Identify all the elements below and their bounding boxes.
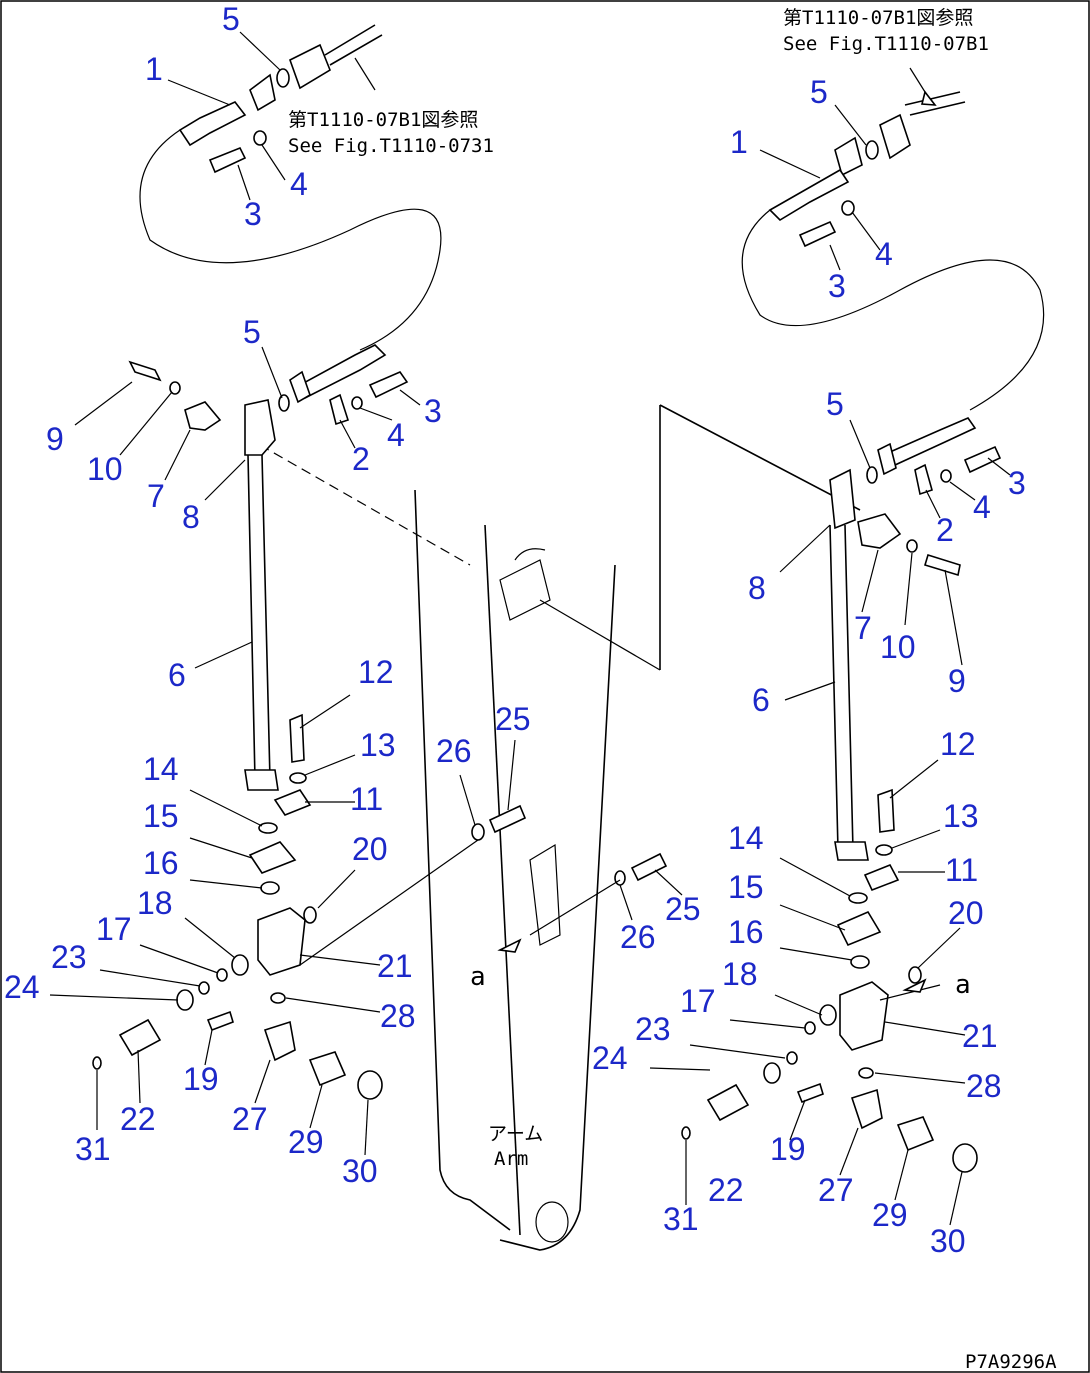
callout-r5b: 5 [826,386,844,422]
callout-l1: 1 [145,51,163,87]
note-top-left-en: See Fig.T1110-0731 [288,135,494,157]
callout-r31: 31 [663,1201,699,1237]
callout-l17: 17 [96,911,132,947]
callout-l5b: 5 [243,314,261,350]
callout-l14: 14 [143,751,179,787]
note-top-left-jp: 第T1110-07B1図参照 [288,109,478,131]
callout-l8: 8 [182,499,200,535]
callout-l30: 30 [342,1153,378,1189]
callout-r19: 19 [770,1131,806,1167]
callout-r14: 14 [728,820,764,856]
leader-lines [49,31,1011,1226]
callout-l2: 2 [352,441,370,477]
callout-r18: 18 [722,956,758,992]
left-hose-assembly [92,24,668,1100]
callout-r5a: 5 [810,74,828,110]
callout-r20: 20 [948,895,984,931]
callout-r15: 15 [728,869,764,905]
callout-l3a: 3 [244,196,262,232]
callout-l4a: 4 [290,166,308,202]
callout-l31: 31 [75,1131,111,1167]
callout-r22: 22 [708,1172,744,1208]
callout-r3b: 3 [1008,465,1026,501]
callout-l24: 24 [4,969,40,1005]
callout-l13: 13 [360,727,396,763]
callout-r10: 10 [880,629,916,665]
callout-l28: 28 [380,998,416,1034]
callout-l22: 22 [120,1101,156,1137]
arm-outline [259,404,861,1251]
callout-r1: 1 [730,124,748,160]
callout-r11: 11 [945,852,978,888]
note-arm-en: Arm [494,1148,528,1170]
callout-r16: 16 [728,914,764,950]
callout-l23: 23 [51,939,87,975]
callout-l21: 21 [377,948,413,984]
callout-l3b: 3 [424,393,442,429]
ref-a-left: a [470,962,486,992]
callout-l9: 9 [46,421,64,457]
callout-r29: 29 [872,1197,908,1233]
note-arm-jp: アーム [488,1123,543,1145]
callout-l15: 15 [143,798,179,834]
callout-l18: 18 [137,885,173,921]
callout-l12: 12 [358,654,394,690]
callout-l7: 7 [147,478,165,514]
callout-l26a: 26 [436,733,472,769]
callout-l10: 10 [87,451,123,487]
callout-l29: 29 [288,1124,324,1160]
callout-l25a: 25 [495,701,531,737]
callout-r21: 21 [962,1018,998,1054]
callout-l26b: 26 [620,919,656,955]
callout-r28: 28 [966,1068,1002,1104]
callout-r4a: 4 [875,236,893,272]
callout-r17: 17 [680,983,716,1019]
callout-r12: 12 [940,726,976,762]
callout-r9: 9 [948,663,966,699]
callout-r27: 27 [818,1172,854,1208]
callout-r13: 13 [943,798,979,834]
callout-r6: 6 [752,682,770,718]
callout-l6: 6 [168,657,186,693]
callout-l5a: 5 [222,1,240,37]
figure-code: P7A9296A [965,1351,1057,1373]
callout-l11: 11 [350,781,383,817]
callout-r2: 2 [936,512,954,548]
reference-notes: 第T1110-07B1図参照 See Fig.T1110-0731 第T1110… [288,7,1057,1373]
callout-r8: 8 [748,570,766,606]
callout-r3a: 3 [828,268,846,304]
callout-r23: 23 [635,1011,671,1047]
callout-l4b: 4 [387,417,405,453]
ref-a-right: a [955,970,971,1000]
callout-l20: 20 [352,831,388,867]
callout-r24: 24 [592,1040,628,1076]
note-top-right-jp: 第T1110-07B1図参照 [783,7,973,29]
callout-l25b: 25 [665,891,701,927]
callout-r7: 7 [854,610,872,646]
callout-r4b: 4 [973,489,991,525]
callout-r30: 30 [930,1223,966,1259]
callout-l27: 27 [232,1101,268,1137]
callout-l19: 19 [183,1061,219,1097]
right-hose-assembly [681,91,1045,1173]
note-top-right-en: See Fig.T1110-07B1 [783,33,989,55]
callout-l16: 16 [143,845,179,881]
